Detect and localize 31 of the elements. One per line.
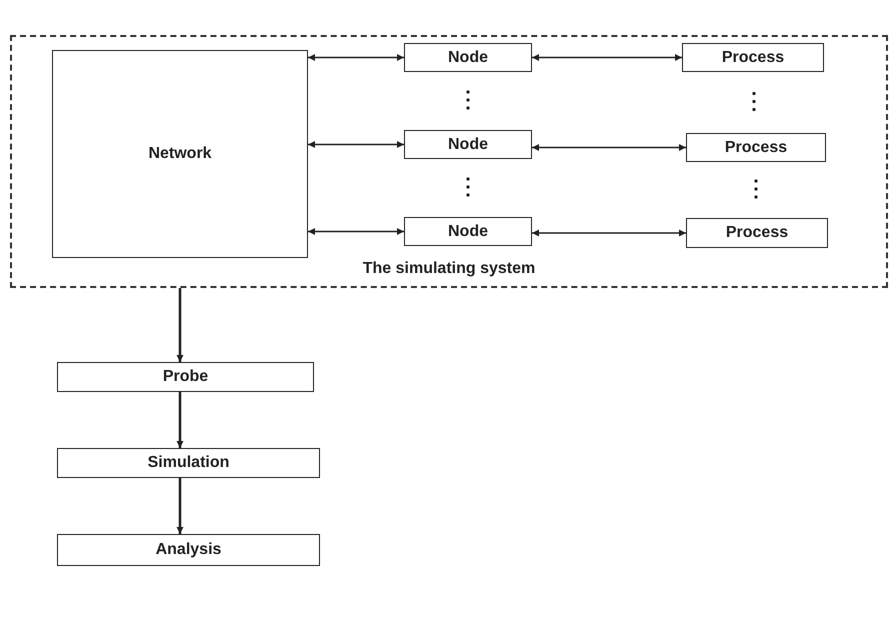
process-box: [57, 448, 320, 478]
arrow: [532, 230, 686, 236]
box-label: Probe: [162, 368, 208, 386]
box-label: Node: [448, 222, 488, 240]
process-box: [682, 43, 824, 72]
arrow: [308, 228, 404, 235]
box-label: Process: [722, 48, 784, 66]
box-label: Process: [726, 224, 788, 242]
process-box: [404, 130, 532, 159]
box-label: Node: [448, 136, 488, 154]
arrow: [532, 144, 686, 151]
arrow: [176, 288, 184, 362]
process-box: [57, 362, 314, 392]
process-box: [404, 217, 532, 246]
box-label: Node: [448, 48, 488, 66]
process-box: [57, 534, 320, 566]
box-label: Analysis: [156, 541, 222, 559]
arrow: [176, 478, 184, 534]
group-caption: The simulating system: [362, 260, 536, 278]
dashed-group-box: [10, 35, 888, 288]
arrow: [176, 392, 184, 448]
arrow: [308, 54, 404, 61]
box-label: Network: [148, 145, 212, 163]
process-box: [686, 218, 828, 248]
arrow: [532, 54, 682, 61]
box-label: Simulation: [148, 454, 230, 472]
process-box: [52, 50, 308, 258]
process-box: [686, 133, 826, 162]
process-box: [404, 43, 532, 72]
box-label: Process: [724, 138, 788, 156]
arrow: [308, 141, 404, 148]
